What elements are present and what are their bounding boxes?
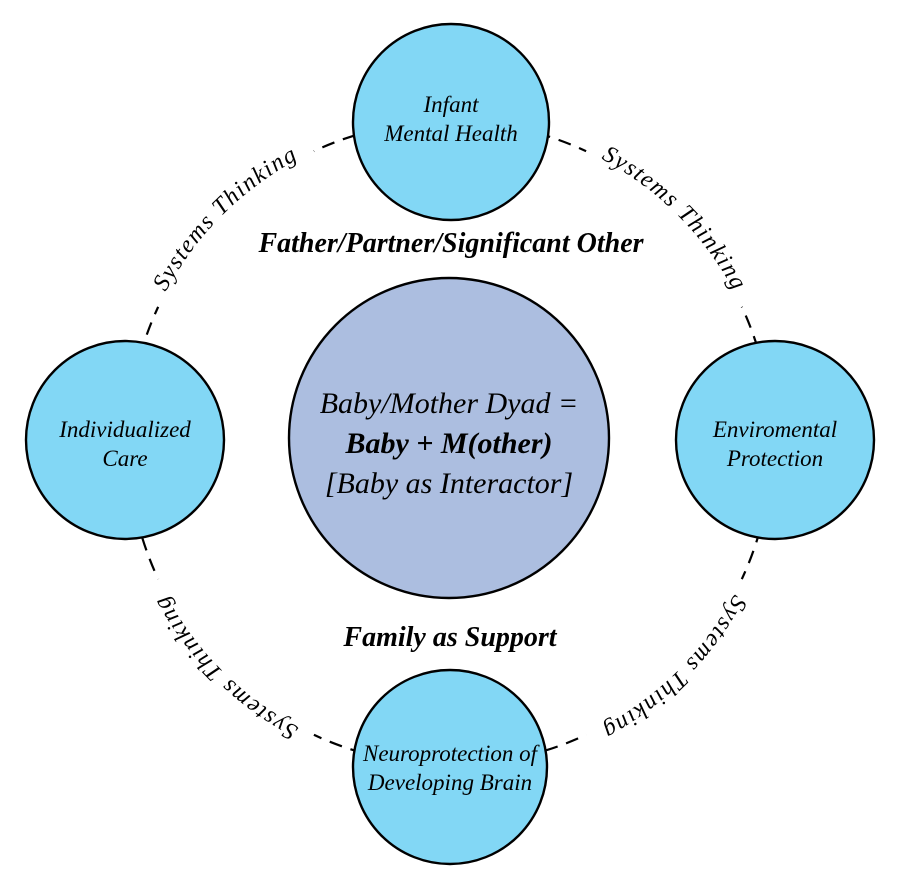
ring-mask-bottom-left bbox=[137, 569, 324, 756]
svg-text:Systems Thinking: Systems Thinking bbox=[148, 591, 302, 745]
label-father-partner-significant-other: Father/Partner/Significant Other bbox=[257, 228, 644, 259]
center-label-line3: [Baby as Interactor] bbox=[325, 467, 573, 500]
svg-text:Systems Thinking: Systems Thinking bbox=[598, 591, 752, 745]
satellite-label-left-line1: Individualized bbox=[58, 417, 191, 442]
satellite-label-bottom-line1: Neuroprotection of bbox=[362, 741, 541, 766]
ring-label-top-left: Systems Thinking bbox=[148, 141, 300, 295]
satellite-label-left-line2: Care bbox=[102, 446, 147, 471]
satellite-label-bottom-line2: Developing Brain bbox=[367, 770, 532, 795]
satellite-label-top-line2: Mental Health bbox=[383, 121, 518, 146]
satellite-label-top-line1: Infant bbox=[423, 92, 480, 117]
ring-label-bottom-left: Systems Thinking bbox=[148, 591, 300, 745]
ring-mask-top-left bbox=[137, 130, 324, 317]
label-family-as-support: Family as Support bbox=[342, 622, 557, 653]
ring-mask-top-right bbox=[576, 130, 763, 317]
center-label-line1: Baby/Mother Dyad = bbox=[320, 387, 579, 420]
center-label-line2: Baby + M(other) bbox=[344, 427, 552, 460]
satellite-label-right-line1: Enviromental bbox=[712, 417, 837, 442]
satellite-circle-infant-mental-health bbox=[351, 22, 551, 222]
ring-label-bottom-right: Systems Thinking bbox=[598, 591, 750, 745]
satellite-label-right-line2: Protection bbox=[726, 446, 823, 471]
svg-text:Systems Thinking: Systems Thinking bbox=[598, 141, 752, 295]
ring-mask-bottom-right bbox=[576, 569, 763, 756]
ring-label-top-right: Systems Thinking bbox=[598, 141, 750, 295]
center-circle-baby-mother-dyad bbox=[287, 276, 611, 600]
satellite-circle-individualized-care bbox=[24, 339, 226, 541]
svg-text:Systems Thinking: Systems Thinking bbox=[148, 141, 302, 295]
satellite-circle-enviromental-protection bbox=[674, 339, 876, 541]
satellite-circle-neuroprotection bbox=[351, 668, 549, 866]
